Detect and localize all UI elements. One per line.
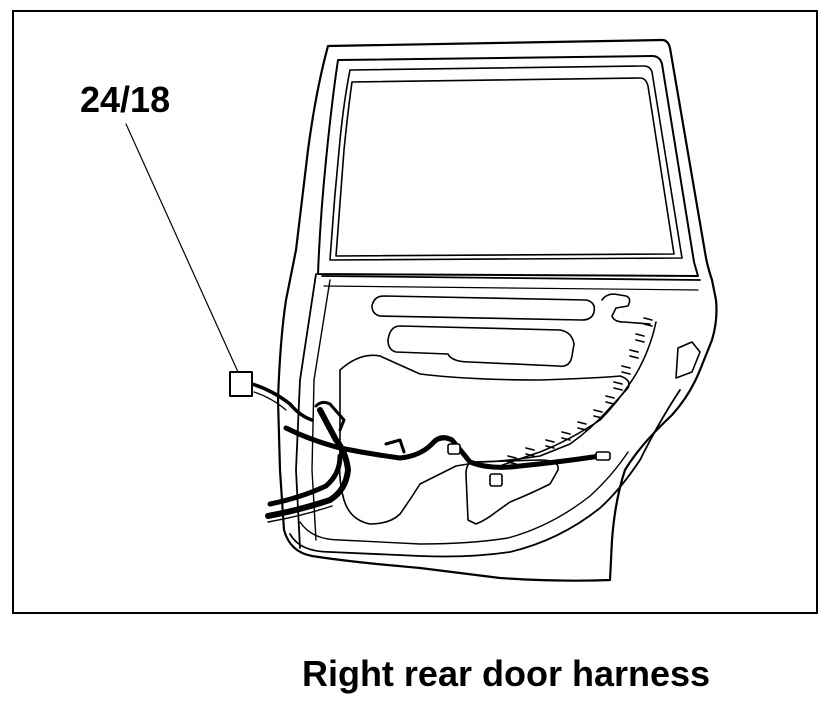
harness-clips: [507, 317, 653, 465]
harness-main-edge: [267, 505, 333, 523]
callout-leader-line: [125, 123, 239, 373]
window-glass: [335, 77, 675, 257]
window-frame-outer: [317, 55, 699, 277]
harness-branch-b: [283, 425, 603, 470]
diagram-caption: Right rear door harness: [301, 653, 711, 694]
inline-connector-b: [489, 473, 503, 487]
callout-label: 24/18: [80, 79, 170, 120]
latch-cutout: [601, 293, 651, 325]
door-outline: [276, 38, 718, 582]
lower-module: [465, 459, 559, 525]
harness-branch-a: [267, 453, 343, 507]
door-sill-inner: [299, 451, 629, 545]
belt-line-inner: [323, 285, 699, 291]
harness-branch-d: [314, 400, 346, 432]
connector-24-18: [229, 371, 253, 397]
window-frame-inner: [329, 65, 683, 261]
figure-frame: [12, 10, 818, 614]
handle-slot: [387, 325, 575, 368]
harness-to-connector: [250, 382, 314, 422]
inline-connector-a: [447, 443, 461, 455]
inline-connector-c: [595, 451, 611, 461]
door-sill-outer: [289, 389, 681, 558]
edge-lamp: [675, 341, 701, 379]
belt-line: [321, 275, 701, 281]
harness-right-run: [499, 321, 657, 467]
harness-branch-c: [384, 438, 406, 454]
inner-cavity: [338, 354, 630, 525]
upper-trim-slot: [371, 295, 596, 321]
harness-to-connector-edge: [253, 391, 287, 411]
